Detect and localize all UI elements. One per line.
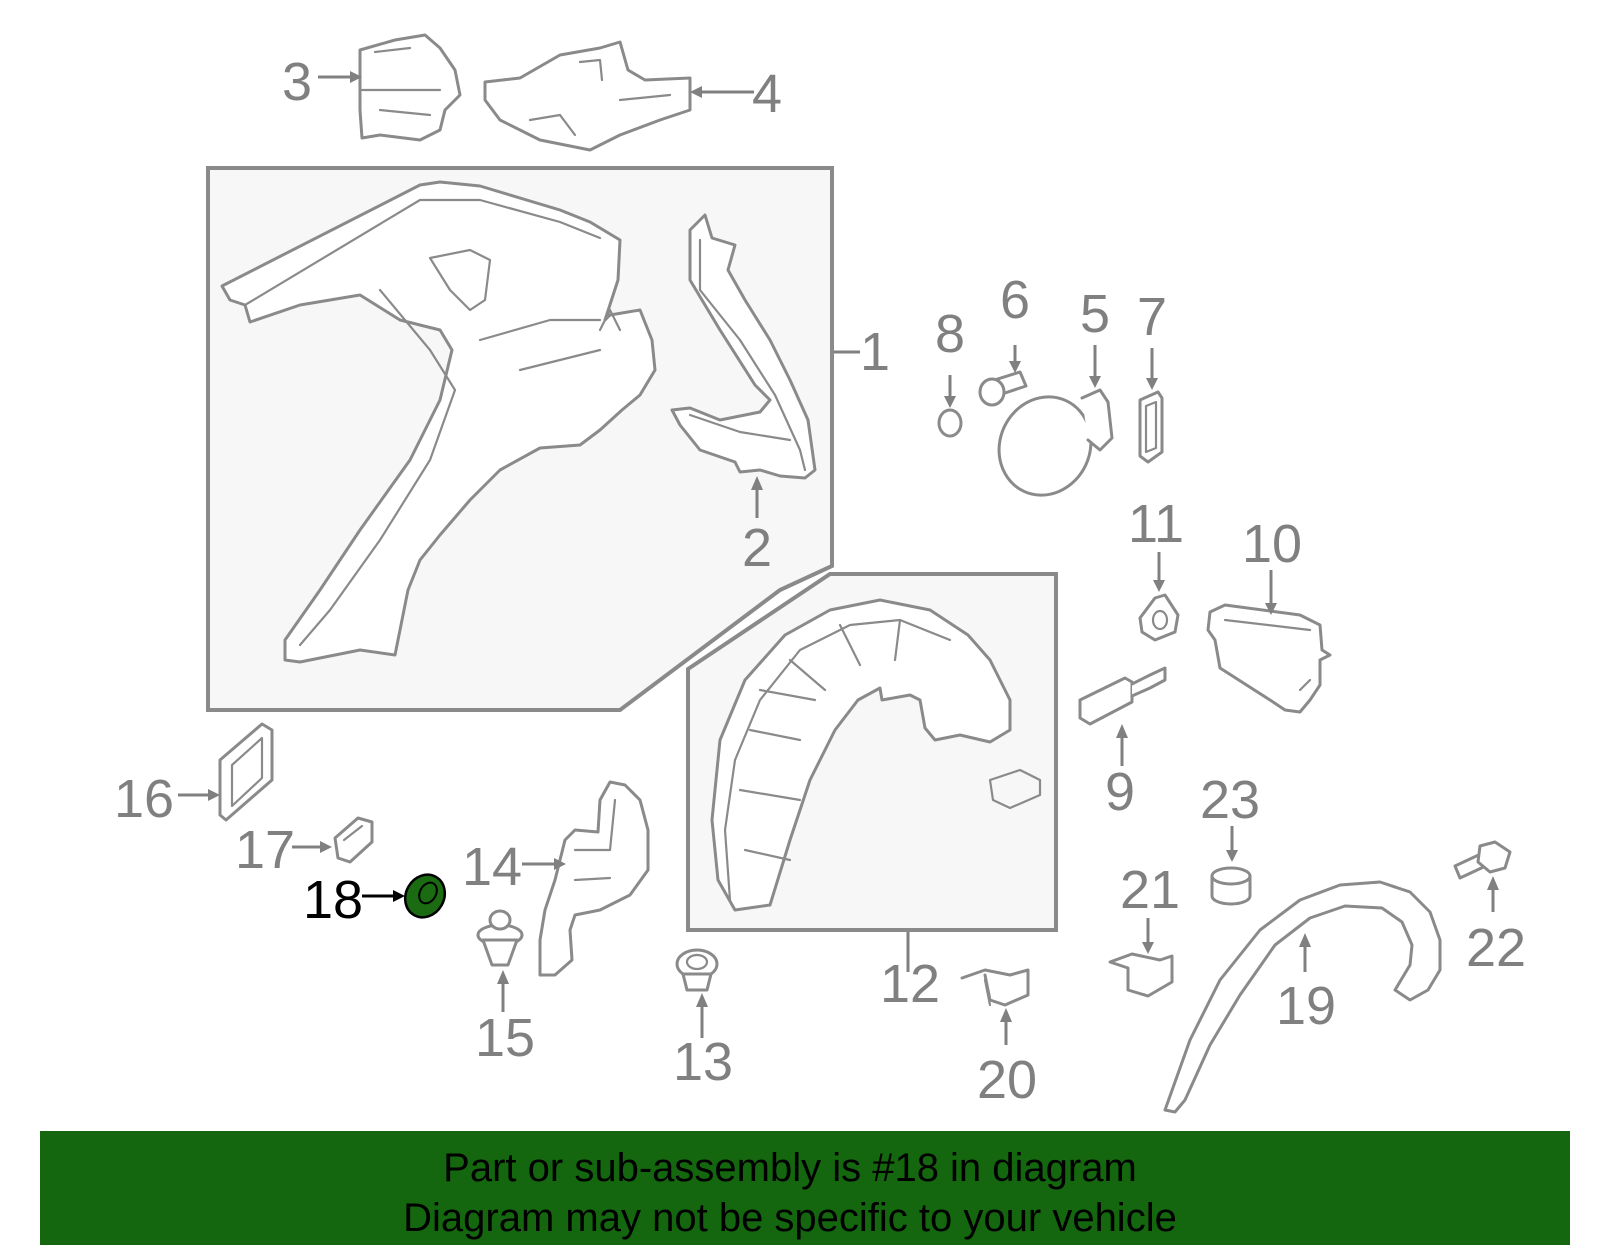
callout-17: 17 (235, 820, 295, 880)
callout-3: 3 (282, 52, 312, 112)
part-23-cap[interactable] (1210, 866, 1252, 906)
callout-21: 21 (1120, 860, 1180, 920)
part-9-pin[interactable] (1078, 666, 1167, 726)
part-2-inner-panel[interactable] (670, 213, 817, 480)
callout-20: 20 (977, 1050, 1037, 1110)
part-8-o-ring[interactable] (937, 408, 963, 438)
part-10-actuator[interactable] (1206, 603, 1332, 714)
part-12-wheel-liner[interactable] (710, 598, 1042, 912)
callout-19: 19 (1276, 976, 1336, 1036)
callout-5: 5 (1080, 284, 1110, 344)
info-banner: Part or sub-assembly is #18 in diagram D… (40, 1131, 1570, 1245)
part-16-pad[interactable] (218, 722, 274, 822)
callout-4: 4 (752, 64, 782, 124)
callout-8: 8 (935, 304, 965, 364)
part-19-molding[interactable] (1163, 880, 1442, 1114)
part-15-clip[interactable] (476, 909, 524, 967)
callout-11: 11 (1128, 494, 1184, 554)
part-7-bumper[interactable] (1138, 390, 1164, 464)
callout-12: 12 (880, 954, 940, 1014)
callout-22: 22 (1466, 918, 1526, 978)
part-6-bolt[interactable] (978, 370, 1028, 407)
banner-line-1: Part or sub-assembly is #18 in diagram (443, 1146, 1137, 1190)
banner-line-2: Diagram may not be specific to your vehi… (403, 1196, 1177, 1240)
part-11-holder[interactable] (1138, 593, 1180, 642)
callout-18: 18 (303, 870, 363, 930)
callout-15: 15 (475, 1008, 535, 1068)
callout-1: 1 (860, 322, 890, 382)
callout-2: 2 (742, 518, 772, 578)
leader-lines (178, 71, 1499, 1045)
part-20-clip[interactable] (960, 968, 1030, 1007)
callout-7: 7 (1137, 287, 1167, 347)
callout-9: 9 (1105, 762, 1135, 822)
callout-13: 13 (673, 1032, 733, 1092)
callout-10: 10 (1242, 514, 1302, 574)
part-18-grommet[interactable] (398, 867, 453, 924)
callout-16: 16 (114, 769, 174, 829)
part-1-quarter-panel[interactable] (220, 180, 657, 664)
part-13-clip[interactable] (675, 948, 719, 992)
callout-6: 6 (1000, 270, 1030, 330)
callout-14: 14 (462, 837, 522, 897)
part-21-clip[interactable] (1108, 952, 1174, 998)
part-5-fuel-door[interactable] (983, 382, 1114, 511)
part-22-screw[interactable] (1453, 840, 1512, 880)
part-3-bracket[interactable] (358, 33, 462, 142)
part-14-splash-guard[interactable] (538, 780, 650, 977)
part-17-plug[interactable] (333, 816, 374, 864)
callout-23: 23 (1200, 770, 1260, 830)
part-4-bracket[interactable] (483, 40, 692, 152)
